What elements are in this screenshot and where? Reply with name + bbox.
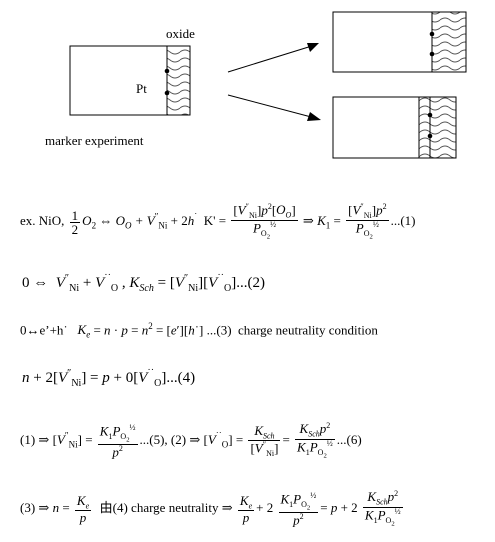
arrow-up <box>227 44 316 73</box>
eq1-prefix: ex. NiO, <box>20 213 65 229</box>
eq1-kprime: K' = <box>203 213 227 229</box>
pt-marker-top-right-2 <box>429 51 435 57</box>
marker-experiment-figure <box>69 11 467 159</box>
eq3-note: charge neutrality condition <box>238 322 378 338</box>
ksch-symbol: K <box>129 275 140 291</box>
arrow-up-head <box>307 43 319 52</box>
eq4-tag: ...(4) <box>166 370 196 386</box>
eq5-tag: ...(5), (2) ⇒ <box>139 432 201 448</box>
pt-marker-top-right <box>429 31 435 37</box>
arrow-down-head <box>307 112 321 121</box>
eq1-tag: ...(1) <box>390 213 416 229</box>
equation-4: n + 2[V″Ni] = p + 0[V˙˙O]...(4) <box>22 368 196 389</box>
pt-marker-bottom-right-2 <box>427 133 433 139</box>
oxide-layer-top-right <box>431 11 467 73</box>
pt-marker-left <box>164 68 170 74</box>
oxide-label: oxide <box>166 26 195 41</box>
kprime-fraction: [V″Ni]p2[OO]PO2½ <box>231 202 298 241</box>
vo-fraction-1: KSch[V″Ni] <box>248 422 281 459</box>
eq5-prefix: (1) ⇒ <box>20 432 50 448</box>
pt-marker-bottom-right <box>427 112 433 118</box>
eq3-lhs: 0↔e’+h˙ <box>20 322 68 338</box>
eq3-tag: ...(3) <box>206 322 232 338</box>
equation-2: 0 ⇔ V″Ni + V˙˙O , KSch = [V″Ni][V˙˙O]...… <box>22 273 265 294</box>
eq6-tag: ...(6) <box>336 432 362 448</box>
pt-marker-left-2 <box>164 90 170 96</box>
figure-caption: marker experiment <box>45 133 144 148</box>
oxide-layer-bottom-right <box>418 96 457 159</box>
oxide-layer-left <box>166 45 191 116</box>
equation-3: 0↔e’+h˙ Ke = n · p = n2 = [e′][h˙] ...(3… <box>20 321 378 340</box>
k1-symbol: K <box>317 213 326 229</box>
pt-label: Pt <box>136 81 147 96</box>
eq7-mid: 由(4) charge neutrality ⇒ <box>99 500 233 516</box>
eq2-tag: ...(2) <box>236 275 265 291</box>
eq7-prefix: (3) ⇒ <box>20 500 50 516</box>
arrow-down <box>227 94 316 119</box>
